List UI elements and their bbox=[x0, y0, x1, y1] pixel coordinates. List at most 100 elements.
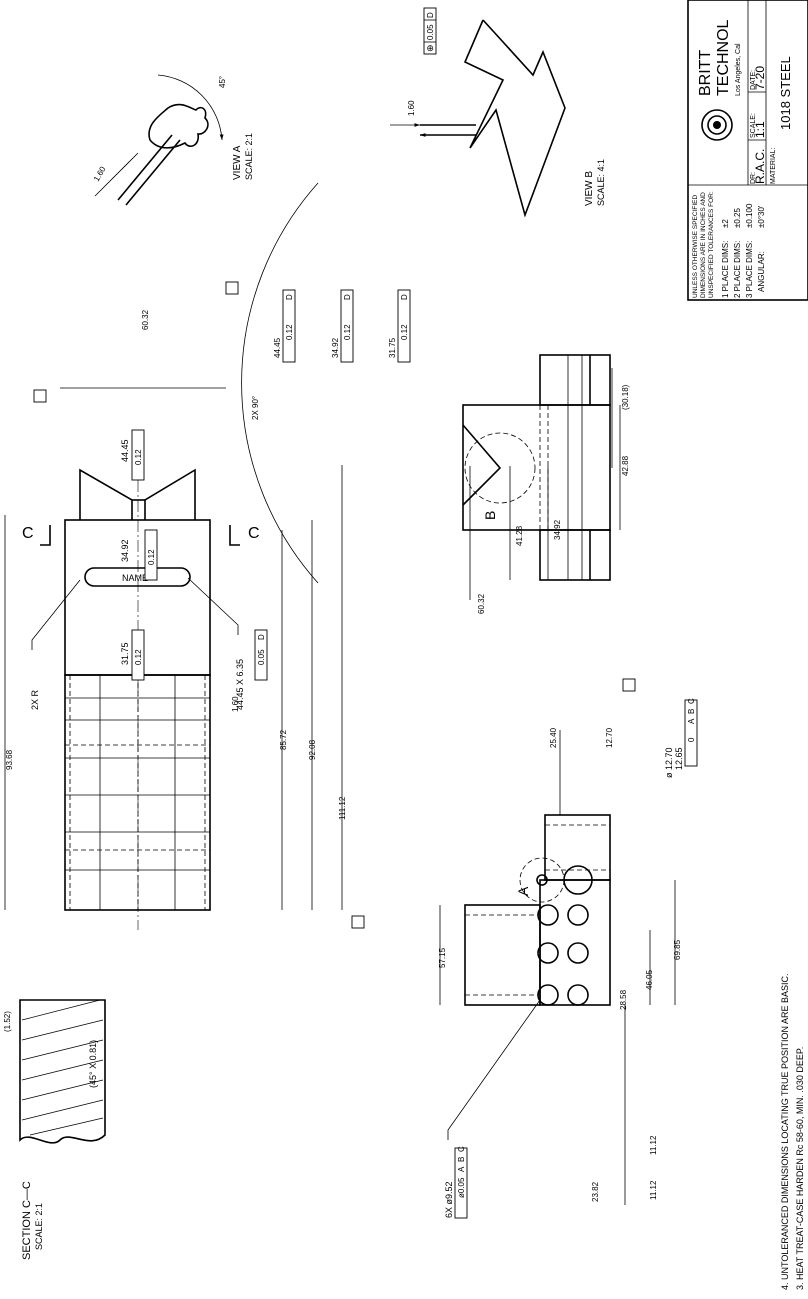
material-value: 1018 STEEL bbox=[778, 56, 793, 130]
side-dim-1112a: 11.12 bbox=[649, 1180, 658, 1200]
end-fcf-tol-1: 0.12 bbox=[285, 324, 294, 340]
company-location: Los Angeles, Cal bbox=[735, 43, 742, 96]
notes: 4. UNTOLERANCED DIMENSIONS LOCATING TRUE… bbox=[780, 973, 805, 1290]
side-fcf-hole-c: C bbox=[457, 1146, 466, 1152]
top-fcf-group: 0.05 D 31.75 0.12 34.92 0.12 44.45 0.12 bbox=[120, 429, 268, 681]
end-fcf-datum-2: D bbox=[343, 294, 352, 300]
side-view-a-label: A bbox=[515, 886, 531, 896]
side-dim-4605: 46.05 bbox=[645, 969, 654, 990]
view-b-fcf: ⊕ 0.05 D bbox=[423, 7, 437, 55]
end-view-angle: 2X 90° bbox=[251, 396, 260, 420]
end-dim-3018: (30.18) bbox=[621, 384, 630, 410]
side-fcf-holes: ø0.05 A B C bbox=[454, 1146, 468, 1219]
top-fcf-3175-tol: 0.12 bbox=[134, 649, 143, 665]
company-name-2: TECHNOL bbox=[715, 19, 732, 96]
view-a-detail: 1.60 45° VIEW A SCALE: 2:1 bbox=[92, 74, 254, 206]
end-fcf-datum-3: D bbox=[400, 294, 409, 300]
side-dim-1270: 12.70 bbox=[605, 727, 614, 748]
side-fcf-hole-tol: ø0.05 bbox=[457, 1177, 466, 1198]
date-label: DATE: bbox=[750, 70, 757, 90]
end-dim-4288: 42.88 bbox=[621, 455, 630, 476]
side-dim-2858: 28.58 bbox=[619, 989, 628, 1010]
end-dim-4445: 44.45 bbox=[273, 337, 282, 358]
section-hatching bbox=[21, 999, 104, 1136]
tol-2-label: 2 PLACE DIMS: bbox=[733, 241, 742, 298]
section-cc-title: SECTION C—C bbox=[21, 1181, 33, 1260]
tol-3-value: ±0.100 bbox=[745, 203, 754, 228]
top-fcf-tol: 0.05 bbox=[257, 649, 266, 665]
side-fcf-b: B bbox=[687, 709, 696, 714]
end-dim-3492: 34.92 bbox=[331, 337, 340, 358]
general-note-3: UNSPECIFIED TOLERANCES FOR: bbox=[708, 191, 715, 298]
note-4: 4. UNTOLERANCED DIMENSIONS LOCATING TRUE… bbox=[780, 973, 790, 1290]
top-dim-4445: 44.45 bbox=[120, 439, 130, 462]
top-slot-dim: 44.45 X 6.35 bbox=[235, 659, 245, 710]
top-dim-11112: 111.12 bbox=[338, 796, 347, 820]
end-view: 2X 90° B 42.88 (30.18) 34.92 41.28 60.32… bbox=[241, 182, 630, 614]
side-dim-5715: 57.15 bbox=[438, 947, 447, 968]
section-arrow-c-left: C bbox=[22, 525, 34, 542]
top-dim-6032: 60.32 bbox=[141, 309, 150, 330]
tol-2-value: ±0.25 bbox=[733, 207, 742, 228]
side-fcf-hole-b: B bbox=[457, 1157, 466, 1162]
view-a-angle: 45° bbox=[218, 76, 227, 88]
dr-value: R.A.C. bbox=[753, 149, 767, 184]
side-dia-1270: ø 12.70 bbox=[664, 747, 674, 778]
side-fcf-hole-a: A bbox=[457, 1166, 466, 1172]
side-fcf-zero: 0 bbox=[687, 737, 696, 742]
section-cc-dim-152: (1.52) bbox=[3, 1011, 12, 1032]
side-fcf-a: A bbox=[687, 718, 696, 724]
name-plate: NAME bbox=[122, 573, 148, 583]
material-label: MATERIAL: bbox=[770, 148, 777, 184]
title-block: BRITT TECHNOL Los Angeles, Cal DR: R.A.C… bbox=[687, 0, 808, 301]
end-view-b-label: B bbox=[482, 511, 498, 520]
side-holes: 6X ø9.52 bbox=[444, 1181, 454, 1218]
top-fcf-4445-tol: 0.12 bbox=[134, 449, 143, 465]
company-name-1: BRITT bbox=[697, 50, 714, 96]
side-dim-2382: 23.82 bbox=[591, 1181, 600, 1202]
top-label-2xr: 2X R bbox=[30, 689, 40, 710]
end-fcf-tol-3: 0.12 bbox=[400, 324, 409, 340]
company-logo bbox=[701, 109, 733, 141]
side-fcf-dia: 0 A B C bbox=[684, 698, 698, 767]
side-fcf-c: C bbox=[687, 698, 696, 704]
section-cc-scale: SCALE: 2:1 bbox=[34, 1203, 44, 1250]
view-b-scale: SCALE: 4:1 bbox=[596, 159, 606, 206]
end-dim-3175: 31.75 bbox=[388, 337, 397, 358]
end-fcf-datum-1: D bbox=[285, 294, 294, 300]
section-cc-chamfer: (45° X 0.81) bbox=[88, 1040, 98, 1088]
scale-label: SCALE: bbox=[750, 113, 757, 138]
tol-angular-value: ±0°30' bbox=[757, 205, 766, 228]
end-dim-4128: 41.28 bbox=[515, 525, 524, 546]
side-dim-2540: 25.40 bbox=[549, 727, 558, 748]
side-view: A 57.15 23.82 11.12 11.12 28.58 46.05 69… bbox=[438, 678, 698, 1219]
side-dia-1265: 12.65 bbox=[674, 747, 684, 770]
section-arrow-c-right: C bbox=[248, 525, 260, 542]
top-dim-8572: 85.72 bbox=[279, 729, 288, 750]
view-b-title: VIEW B bbox=[584, 171, 595, 206]
end-dim-3492b: 34.92 bbox=[553, 519, 562, 540]
top-dim-3492: 34.92 bbox=[120, 539, 130, 562]
view-a-dim-160: 1.60 bbox=[92, 165, 108, 183]
date-value: 7-20 bbox=[753, 66, 767, 90]
top-fcf-datum: D bbox=[257, 634, 266, 640]
top-dim-9208: 92.08 bbox=[308, 739, 317, 760]
top-dim-3175: 31.75 bbox=[120, 642, 130, 665]
dr-label: DR: bbox=[750, 172, 757, 184]
end-fcf-tol-2: 0.12 bbox=[343, 324, 352, 340]
fcf-position-symbol: ⊕ bbox=[425, 44, 435, 52]
general-note-1: UNLESS OTHERWISE SPECIFIED bbox=[692, 195, 699, 298]
view-b-dim-160: 1.60 bbox=[407, 100, 416, 116]
side-dim-6985: 69.85 bbox=[673, 939, 682, 960]
note-3: 3. HEAT TREAT-CASE HARDEN Rc 58-60, MIN.… bbox=[795, 1047, 805, 1290]
side-dim-1112b: 11.12 bbox=[649, 1135, 658, 1155]
view-b-detail: 1.60 ⊕ 0.05 D VIEW B SCALE: 4:1 bbox=[390, 7, 606, 218]
hole-pattern bbox=[536, 865, 593, 1006]
top-dim-9368: 93.68 bbox=[5, 749, 14, 770]
top-view: NAME C C 93.68 2X R 44.45 X 6.35 85.72 9… bbox=[4, 281, 365, 930]
general-note-2: DIMENSIONS ARE IN INCHES AND bbox=[700, 192, 707, 298]
tol-3-label: 3 PLACE DIMS: bbox=[745, 241, 754, 298]
end-view-fcf-stack: 44.45 34.92 31.75 0.12 0.12 0.12 D D D bbox=[273, 289, 411, 363]
top-dim-160: 1.60 bbox=[231, 696, 240, 712]
view-a-title: VIEW A bbox=[232, 145, 243, 180]
